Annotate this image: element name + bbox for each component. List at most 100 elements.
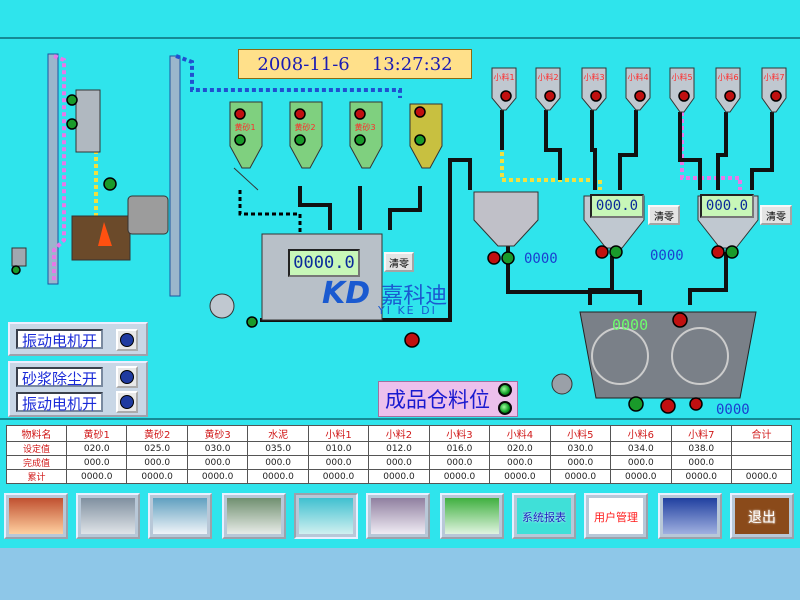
sand-bin-3-label: 黄砂3 [354, 123, 376, 132]
table-cell: 0000.0 [670, 469, 733, 484]
vibration-motor-1-label: 振动电机开 [16, 329, 104, 350]
table-cell: 000.0 [65, 455, 128, 470]
frame-mid-line [0, 418, 800, 420]
conveyor-sand [238, 190, 302, 236]
table-header-cell: 小料2 [368, 425, 430, 442]
mixer-paddle-1 [591, 327, 649, 385]
mixer-weight-display: 0000.0 [288, 249, 360, 277]
table-cell: 010.0 [307, 441, 370, 456]
table-header-cell: 黄砂3 [186, 425, 249, 442]
conveyor-pink [52, 54, 66, 282]
nav-mixing[interactable] [294, 493, 358, 539]
table-cell: 000.0 [489, 455, 551, 470]
main-mixer [579, 311, 757, 399]
frame-top-line [0, 37, 800, 39]
table-cell: 020.0 [65, 441, 128, 456]
table-cell: 0000.0 [610, 469, 672, 484]
nav-process[interactable] [148, 493, 212, 539]
table-cell [731, 441, 792, 456]
sand-bin-1-label: 黄砂1 [234, 123, 256, 132]
table-header-cell: 物料名 [6, 425, 67, 442]
time-text: 13:27:32 [371, 53, 453, 75]
pipe-hopper2 [688, 252, 728, 305]
nav-recipe[interactable] [658, 493, 722, 539]
bucket-elevator-2 [169, 55, 181, 297]
hopper-pair-readout: 0000 [650, 248, 684, 264]
pipe-to-mixer [506, 240, 642, 305]
table-row: 完成值 000.0 000.0 000.0 000.0 000.0 000.0 … [6, 455, 792, 470]
small-bin-1-label: 小料1 [493, 73, 515, 82]
vibration-motor-1-button[interactable] [116, 329, 138, 351]
dust-vibration-control-panel: 砂浆除尘开 振动电机开 [8, 361, 148, 417]
row-label: 设定值 [6, 441, 67, 456]
table-cell: 000.0 [670, 455, 733, 470]
row-label: 累计 [6, 469, 67, 484]
table-row: 设定值 020.0 025.0 030.0 035.0 010.0 012.0 … [6, 441, 792, 456]
nav-packing[interactable] [366, 493, 430, 539]
table-cell: 0000.0 [307, 469, 370, 484]
mixer-clear-button[interactable]: 清零 [384, 252, 414, 272]
table-cell: 012.0 [368, 441, 430, 456]
mixer-motor [551, 373, 573, 395]
date-text: 2008-11-6 [257, 53, 350, 75]
table-cell: 0000.0 [186, 469, 249, 484]
nav-exit[interactable]: 退出 [730, 493, 794, 539]
table-cell: 000.0 [247, 455, 309, 470]
mixer-body [261, 233, 383, 321]
small-bin-7-label: 小料7 [763, 73, 785, 82]
hopper-2-clear-button[interactable]: 清零 [760, 205, 792, 225]
table-cell: 030.0 [186, 441, 249, 456]
table-cell: 000.0 [186, 455, 249, 470]
table-cell: 0000.0 [368, 469, 430, 484]
table-cell: 0000.0 [549, 469, 612, 484]
table-cell: 000.0 [610, 455, 672, 470]
dryer-drum [127, 195, 169, 235]
nav-conveying[interactable] [76, 493, 140, 539]
table-cell: 016.0 [428, 441, 491, 456]
nav-dosing[interactable] [222, 493, 286, 539]
hopper-1-weight-display: 000.0 [590, 194, 644, 218]
table-cell: 0000.0 [65, 469, 128, 484]
nav-system-report[interactable]: 系统报表 [512, 493, 576, 539]
nav-settings[interactable] [440, 493, 504, 539]
table-cell: 000.0 [428, 455, 491, 470]
table-header-cell: 黄砂1 [65, 425, 128, 442]
vibration-motor-2-button[interactable] [116, 391, 138, 413]
table-row: 累计 0000.0 0000.0 0000.0 0000.0 0000.0 00… [6, 469, 792, 484]
table-header-cell: 水泥 [247, 425, 309, 442]
table-cell: 020.0 [489, 441, 551, 456]
datetime-display: 2008-11-6 13:27:32 [238, 49, 472, 79]
table-cell [731, 455, 792, 470]
table-cell: 038.0 [670, 441, 733, 456]
sand-bin-2-label: 黄砂2 [294, 123, 316, 132]
table-cell: 0000.0 [731, 469, 792, 484]
table-cell: 035.0 [247, 441, 309, 456]
plant-diagram [11, 53, 787, 414]
vibration-control-panel-1: 振动电机开 [8, 322, 148, 356]
table-header-cell: 小料6 [610, 425, 672, 442]
product-bin-light-upper [498, 383, 512, 397]
small-bin-5-label: 小料5 [671, 73, 693, 82]
conveyor-yellow-1 [86, 150, 98, 242]
dust-removal-button[interactable] [116, 366, 138, 388]
table-cell: 000.0 [126, 455, 188, 470]
table-cell: 000.0 [549, 455, 612, 470]
dust-removal-label: 砂浆除尘开 [16, 367, 104, 388]
screen-navigation: 系统报表 用户管理 退出 [0, 488, 800, 546]
nav-drying[interactable] [4, 493, 68, 539]
bottom-bar [0, 548, 800, 600]
material-table: 物料名 黄砂1 黄砂2 黄砂3 水泥 小料1 小料2 小料3 小料4 小料5 小… [6, 425, 792, 484]
table-header-cell: 合计 [731, 425, 792, 442]
table-cell: 0000.0 [489, 469, 551, 484]
cement-silo [409, 103, 443, 169]
table-cell: 025.0 [126, 441, 188, 456]
bucket-elevator-1 [47, 53, 59, 285]
cement-readout: 0000 [524, 251, 558, 267]
table-header-cell: 黄砂2 [126, 425, 188, 442]
row-label: 完成值 [6, 455, 67, 470]
hopper-1-clear-button[interactable]: 清零 [648, 205, 680, 225]
pipe-hopper1 [588, 256, 614, 305]
dryer-hopper [75, 89, 101, 153]
nav-user-management[interactable]: 用户管理 [584, 493, 648, 539]
motor [209, 293, 235, 319]
